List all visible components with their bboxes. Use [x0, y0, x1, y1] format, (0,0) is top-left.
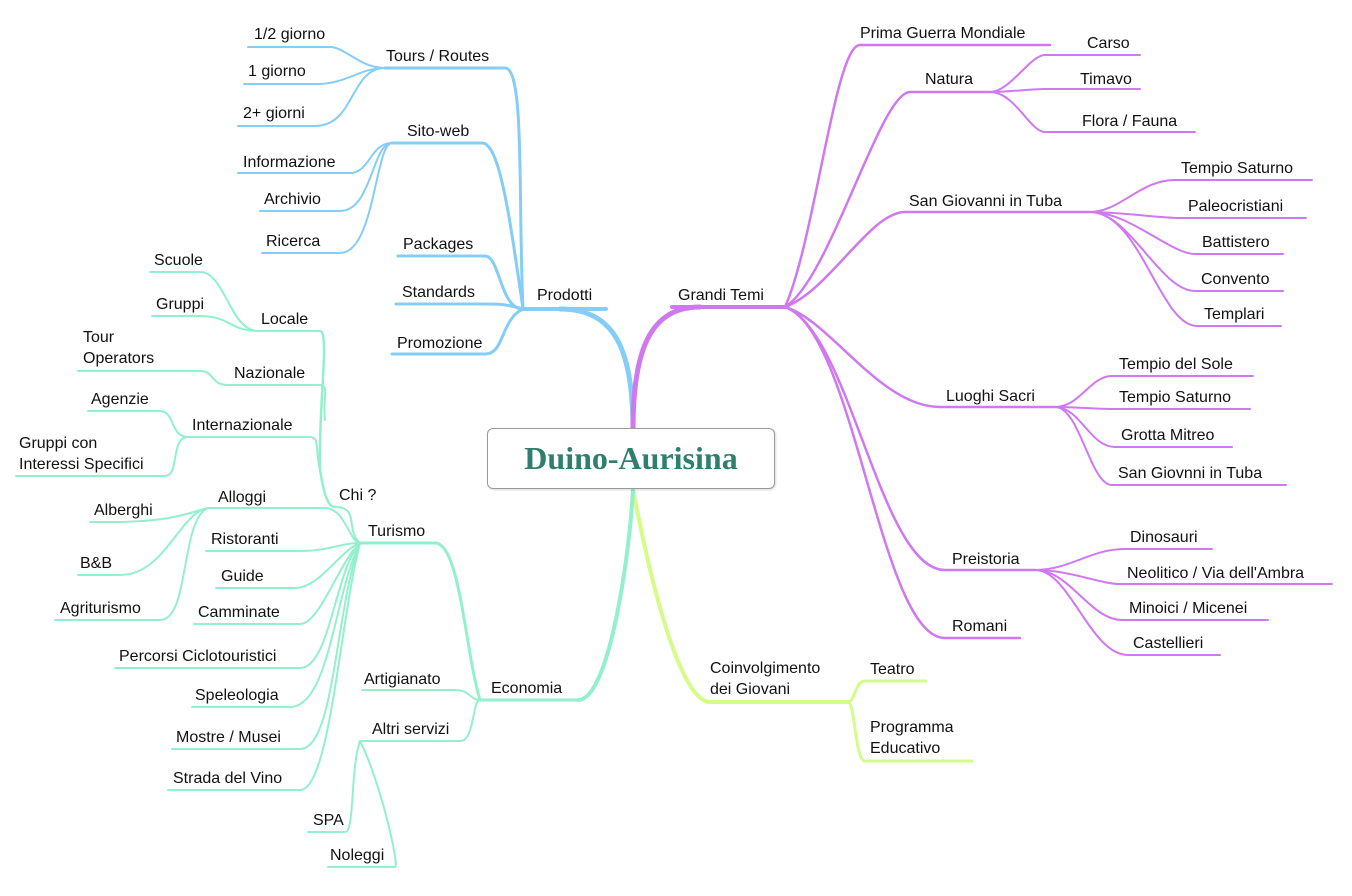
node-tempio-sole[interactable]: Tempio del Sole: [1119, 356, 1233, 373]
node-altri-servizi[interactable]: Altri servizi: [372, 721, 449, 738]
node-archivio[interactable]: Archivio: [264, 191, 321, 208]
branch-economia-connectors: [15, 271, 635, 868]
node-programma-line2[interactable]: Educativo: [870, 740, 940, 757]
node-nazionale[interactable]: Nazionale: [234, 365, 305, 382]
node-grandi-temi[interactable]: Grandi Temi: [678, 287, 764, 304]
node-prodotti[interactable]: Prodotti: [537, 287, 592, 304]
node-castellieri[interactable]: Castellieri: [1133, 635, 1203, 652]
node-percorsi[interactable]: Percorsi Ciclotouristici: [119, 648, 276, 665]
node-strada-vino[interactable]: Strada del Vino: [173, 770, 282, 787]
node-ricerca[interactable]: Ricerca: [266, 233, 320, 250]
node-guide[interactable]: Guide: [221, 568, 264, 585]
node-ristoranti[interactable]: Ristoranti: [211, 531, 279, 548]
node-romani[interactable]: Romani: [952, 618, 1007, 635]
node-artigianato[interactable]: Artigianato: [364, 671, 441, 688]
node-gruppi-con-line1[interactable]: Gruppi con: [19, 435, 97, 452]
node-informazione[interactable]: Informazione: [243, 154, 336, 171]
node-promozione[interactable]: Promozione: [397, 335, 482, 352]
node-tempio-saturno-2[interactable]: Tempio Saturno: [1119, 389, 1231, 406]
node-san-giovanni[interactable]: San Giovanni in Tuba: [909, 193, 1062, 210]
node-alberghi[interactable]: Alberghi: [94, 502, 153, 519]
node-speleologia[interactable]: Speleologia: [195, 687, 279, 704]
node-tour-operators-line1[interactable]: Tour: [83, 329, 115, 346]
node-coinvolgimento-line2[interactable]: dei Giovani: [710, 681, 790, 698]
node-packages[interactable]: Packages: [403, 236, 473, 253]
branch-prodotti-connectors: [237, 46, 636, 433]
node-sito-web[interactable]: Sito-web: [407, 123, 469, 140]
node-neolitico[interactable]: Neolitico / Via dell'Ambra: [1127, 565, 1304, 582]
node-economia[interactable]: Economia: [491, 680, 562, 697]
node-agenzie[interactable]: Agenzie: [91, 391, 149, 408]
node-minoici[interactable]: Minoici / Micenei: [1129, 600, 1247, 617]
node-tours-routes[interactable]: Tours / Routes: [386, 48, 489, 65]
node-dinosauri[interactable]: Dinosauri: [1130, 529, 1198, 546]
node-camminate[interactable]: Camminate: [198, 604, 280, 621]
central-topic-title: Duino-Aurisina: [524, 440, 738, 476]
node-luoghi-sacri[interactable]: Luoghi Sacri: [946, 388, 1035, 405]
branch-grandi-temi-connectors: [630, 43, 1333, 656]
node-paleocristiani[interactable]: Paleocristiani: [1188, 198, 1283, 215]
node-carso[interactable]: Carso: [1087, 35, 1130, 52]
node-gruppi[interactable]: Gruppi: [156, 296, 204, 313]
node-convento[interactable]: Convento: [1201, 271, 1270, 288]
node-bb[interactable]: B&B: [80, 555, 112, 572]
node-programma-line1[interactable]: Programma: [870, 719, 954, 736]
node-scuole[interactable]: Scuole: [154, 252, 203, 269]
node-grotta-mitreo[interactable]: Grotta Mitreo: [1121, 427, 1214, 444]
branch-coinvolgimento-connectors: [631, 487, 974, 763]
node-flora-fauna[interactable]: Flora / Fauna: [1082, 113, 1177, 130]
node-locale[interactable]: Locale: [261, 311, 308, 328]
node-gruppi-con-line2[interactable]: Interessi Specifici: [19, 456, 144, 473]
node-alloggi[interactable]: Alloggi: [218, 489, 266, 506]
node-piu-giorni[interactable]: 2+ giorni: [243, 105, 305, 122]
node-mezzo-giorno[interactable]: 1/2 giorno: [254, 26, 325, 43]
node-teatro[interactable]: Teatro: [870, 661, 915, 678]
node-agriturismo[interactable]: Agriturismo: [60, 600, 141, 617]
node-tempio-saturno-1[interactable]: Tempio Saturno: [1181, 160, 1293, 177]
node-noleggi[interactable]: Noleggi: [330, 847, 384, 864]
node-prima-guerra[interactable]: Prima Guerra Mondiale: [860, 25, 1026, 42]
node-internazionale[interactable]: Internazionale: [192, 417, 293, 434]
node-un-giorno[interactable]: 1 giorno: [248, 63, 306, 80]
node-spa[interactable]: SPA: [313, 812, 344, 829]
node-san-giovnni[interactable]: San Giovnni in Tuba: [1118, 465, 1262, 482]
node-coinvolgimento-line1[interactable]: Coinvolgimento: [710, 660, 820, 677]
node-tour-operators-line2[interactable]: Operators: [83, 350, 154, 367]
node-turismo[interactable]: Turismo: [368, 523, 425, 540]
node-natura[interactable]: Natura: [925, 71, 973, 88]
node-mostre-musei[interactable]: Mostre / Musei: [176, 729, 281, 746]
node-battistero[interactable]: Battistero: [1202, 234, 1270, 251]
node-standards[interactable]: Standards: [402, 284, 475, 301]
node-timavo[interactable]: Timavo: [1080, 71, 1132, 88]
central-topic-box[interactable]: Duino-Aurisina: [487, 428, 775, 489]
node-preistoria[interactable]: Preistoria: [952, 551, 1020, 568]
node-chi[interactable]: Chi ?: [339, 487, 376, 504]
node-templari[interactable]: Templari: [1204, 306, 1264, 323]
